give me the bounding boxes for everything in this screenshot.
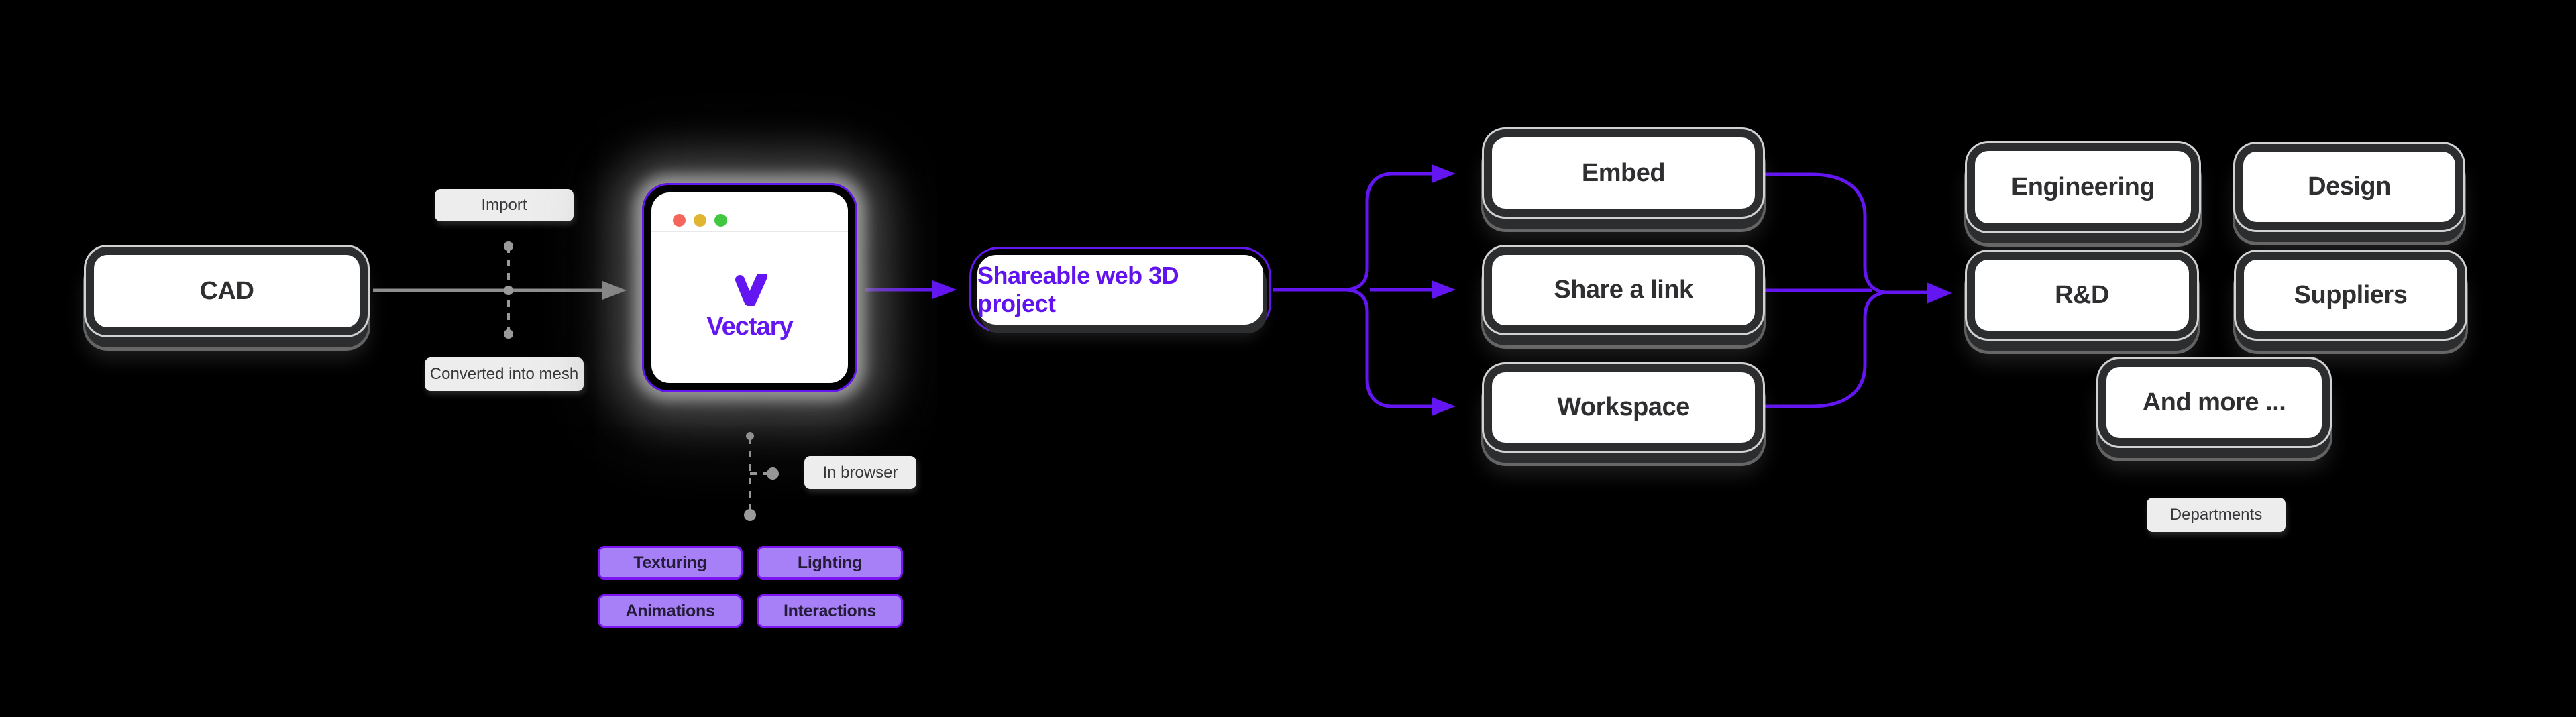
vectary-window-inner: Vectary [651,192,848,383]
feature-texturing: Texturing [598,546,743,580]
feature-animations: Animations [598,594,743,628]
shareable-node: Shareable web 3D project [969,247,1271,333]
workspace-label: Workspace [1557,393,1690,421]
options-converge-branch [1764,172,1927,408]
expand-window-icon [714,214,727,227]
import-dashed-dots [504,241,513,339]
window-titlebar [651,192,848,232]
engineering-label: Engineering [2010,172,2155,201]
share-option-share-a-link: Share a link [1484,247,1763,333]
vectary-wordmark: Vectary [706,313,793,341]
department-design: Design [2235,144,2463,230]
split-arrowheads [1432,164,1456,416]
feature-lighting: Lighting [757,546,903,580]
department-and-more: And more ... [2098,359,2330,446]
share-option-embed: Embed [1484,129,1763,217]
rnd-label: R&D [2055,280,2109,309]
feature-lighting-label: Lighting [797,553,863,572]
feature-animations-label: Animations [625,601,715,620]
in-browser-label: In browser [804,456,916,489]
embed-label: Embed [1581,158,1666,187]
department-engineering: Engineering [1967,143,2199,231]
feature-texturing-label: Texturing [633,553,707,572]
purple-arrowhead [932,280,957,299]
design-label: Design [2308,172,2391,201]
shareable-split-branch [1273,172,1432,408]
feature-interactions-label: Interactions [783,601,877,620]
departments-label: Departments [2147,498,2286,532]
feature-interactions: Interactions [757,594,903,628]
shareable-node-label: Shareable web 3D project [977,262,1179,317]
vectary-logo-block: Vectary [651,232,848,383]
share-option-workspace: Workspace [1484,364,1763,451]
suppliers-label: Suppliers [2294,280,2408,309]
cad-node-label: CAD [199,276,254,305]
cad-node: CAD [86,247,368,335]
import-label-text: Import [481,196,527,214]
share-a-link-label: Share a link [1554,276,1693,304]
converted-into-mesh-label: Converted into mesh [425,357,584,391]
department-suppliers: Suppliers [2236,252,2465,339]
vectary-window: Vectary [642,183,857,392]
import-label: Import [435,189,574,221]
and-more-label: And more ... [2142,388,2286,417]
departments-label-text: Departments [2169,505,2263,524]
department-rnd: R&D [1967,252,2197,339]
in-browser-dashed-dots [744,432,779,521]
gray-arrowhead [602,281,627,300]
close-window-icon [673,214,686,227]
converted-label-text: Converted into mesh [429,365,579,383]
shareable-node-card: Shareable web 3D project [977,255,1263,325]
in-browser-label-text: In browser [822,463,898,482]
vectary-logo-icon [735,274,767,306]
minimize-window-icon [694,214,706,227]
converge-arrowhead [1927,282,1952,304]
